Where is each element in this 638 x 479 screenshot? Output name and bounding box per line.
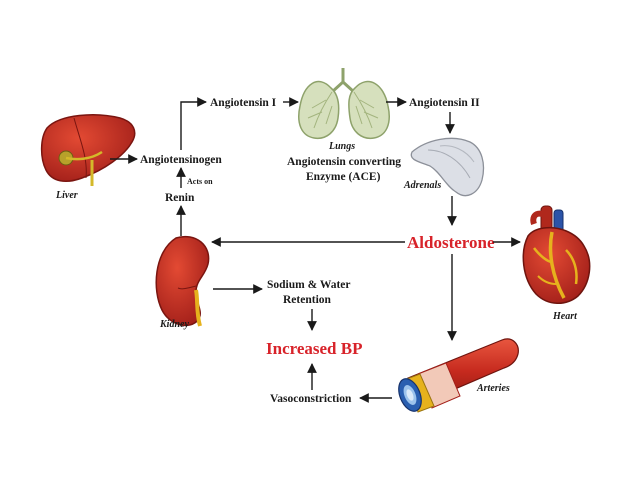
heart-label: Heart bbox=[552, 311, 578, 322]
vasoconstriction-label: Vasoconstriction bbox=[270, 393, 352, 405]
aldosterone-label: Aldosterone bbox=[407, 233, 495, 252]
ace-label-line1: Angiotensin converting bbox=[287, 156, 401, 168]
arrow-angiotensinogen-to-angiotensin-1 bbox=[180, 97, 207, 150]
acts-on-label: Acts on bbox=[187, 177, 213, 186]
kidney-label: Kidney bbox=[159, 319, 189, 330]
heart-icon bbox=[522, 205, 591, 304]
liver-icon bbox=[40, 114, 136, 186]
arteries-label: Arteries bbox=[476, 383, 510, 394]
artery-icon bbox=[398, 338, 519, 413]
increased-bp-label: Increased BP bbox=[266, 339, 363, 358]
angiotensinogen-label: Angiotensinogen bbox=[140, 154, 222, 166]
lungs-label: Lungs bbox=[328, 141, 355, 152]
ace-label-line2: Enzyme (ACE) bbox=[306, 171, 381, 183]
lungs-icon bbox=[298, 68, 390, 140]
adrenals-label: Adrenals bbox=[403, 180, 441, 191]
liver-label: Liver bbox=[55, 190, 78, 201]
kidney-icon bbox=[155, 235, 210, 327]
adrenal-icon bbox=[410, 137, 485, 197]
sodium-water-label-line2: Retention bbox=[283, 294, 332, 306]
sodium-water-label-line1: Sodium & Water bbox=[267, 279, 351, 291]
angiotensin-1-label: Angiotensin I bbox=[210, 97, 277, 109]
angiotensin-2-label: Angiotensin II bbox=[409, 97, 480, 109]
renin-label: Renin bbox=[165, 192, 195, 204]
